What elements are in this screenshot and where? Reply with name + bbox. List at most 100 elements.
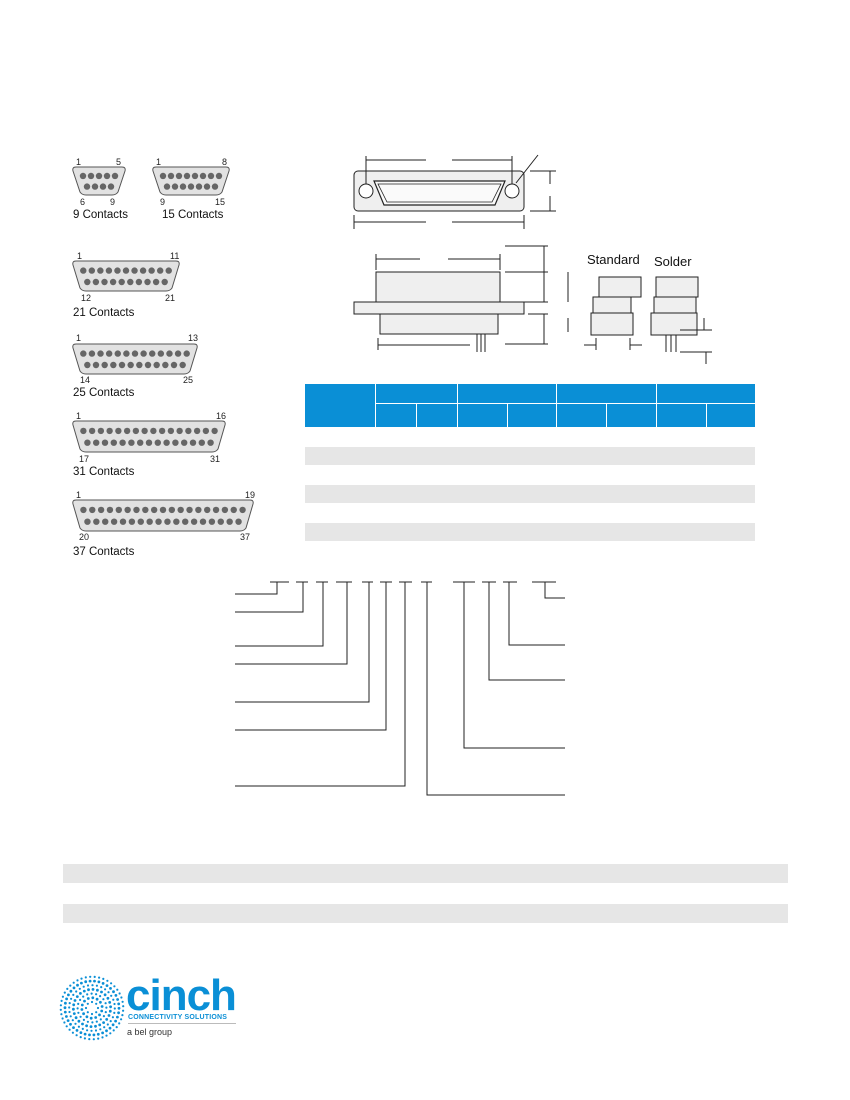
logo-dot xyxy=(79,1015,82,1018)
cinch-logo-mark-icon xyxy=(59,975,125,1041)
logo-dot xyxy=(112,998,115,1001)
logo-dot xyxy=(69,1022,72,1026)
logo-dot xyxy=(89,1025,93,1028)
logo-dot xyxy=(100,986,103,989)
contact-dot xyxy=(118,361,126,369)
contact-dot xyxy=(199,518,207,525)
contact-dot xyxy=(211,427,218,435)
contact-dot xyxy=(198,439,205,446)
pinout-caption: 9 Contacts xyxy=(73,209,128,221)
solder-label: Solder xyxy=(654,254,692,269)
logo-dot xyxy=(122,1009,125,1012)
contact-dot xyxy=(185,427,192,435)
logo-dot xyxy=(89,975,92,978)
contact-dot xyxy=(123,350,130,357)
contact-dot xyxy=(159,506,167,514)
contact-dot xyxy=(140,350,147,357)
logo-dot xyxy=(98,976,101,979)
contact-dot xyxy=(149,350,156,357)
logo-dot xyxy=(82,985,85,988)
contact-dot xyxy=(128,439,135,446)
logo-dot xyxy=(118,1022,121,1025)
table-row xyxy=(305,447,755,465)
pin-label: 1 xyxy=(76,490,82,500)
contact-dot xyxy=(156,267,164,274)
contact-dot xyxy=(89,506,96,514)
logo-dot xyxy=(72,986,76,990)
contact-dot xyxy=(133,506,140,514)
spec-row xyxy=(63,904,788,923)
logo-dot xyxy=(96,1032,100,1036)
logo-dot xyxy=(107,1014,111,1017)
logo-dot xyxy=(59,1008,62,1011)
pin-label: 20 xyxy=(79,532,90,542)
logo-dot xyxy=(72,1026,75,1029)
contact-dot xyxy=(195,183,203,190)
logo-dot xyxy=(113,1011,116,1015)
contact-dot xyxy=(183,350,190,357)
contact-dot xyxy=(230,506,237,514)
pin-label: 14 xyxy=(80,375,91,385)
logo-dot xyxy=(104,988,107,991)
contact-dot xyxy=(144,361,152,369)
logo-dot xyxy=(73,999,77,1002)
contact-dot xyxy=(105,267,113,274)
logo-dot xyxy=(112,1029,115,1032)
logo-dot xyxy=(81,1022,84,1026)
logo-dot xyxy=(65,1025,68,1028)
logo-dot xyxy=(68,1006,71,1009)
logo-dot xyxy=(76,1007,79,1010)
logo-dot xyxy=(66,1019,70,1022)
logo-dot xyxy=(116,998,119,1001)
contact-dot xyxy=(179,183,187,190)
logo-dot xyxy=(63,1010,67,1014)
contact-dot xyxy=(101,361,108,369)
logo-dot xyxy=(108,1001,112,1004)
contact-dot xyxy=(203,183,211,190)
side-view-drawing xyxy=(353,245,569,352)
logo-dot xyxy=(83,1032,87,1036)
logo-dot xyxy=(86,1029,89,1032)
pin-label: 5 xyxy=(116,157,122,167)
logo-dot xyxy=(102,1021,105,1024)
logo-dot xyxy=(93,979,96,983)
connector-shell xyxy=(152,166,230,196)
logo-dot xyxy=(102,998,105,1001)
logo-dot xyxy=(115,1026,118,1029)
pin-label: 1 xyxy=(156,157,162,167)
contact-dot xyxy=(137,518,144,525)
contact-dot xyxy=(176,427,183,435)
table-row xyxy=(305,523,755,541)
contact-dot xyxy=(102,518,109,525)
contact-dot xyxy=(152,278,160,286)
contact-dot xyxy=(115,427,122,435)
contact-dot xyxy=(167,172,175,180)
logo-dot xyxy=(72,1007,75,1011)
pin-label: 13 xyxy=(188,333,199,343)
logo-dot xyxy=(79,992,82,995)
contact-dot xyxy=(91,183,99,190)
logo-dot xyxy=(104,1011,107,1014)
contact-dot xyxy=(122,267,130,274)
contact-dot xyxy=(161,278,168,286)
logo-dot xyxy=(94,1029,98,1032)
logo-dot xyxy=(90,1012,94,1016)
logo-dot xyxy=(86,997,90,1000)
contact-dot xyxy=(144,278,151,286)
pin-label: 16 xyxy=(216,411,227,421)
contact-dot xyxy=(167,427,175,435)
logo-dot xyxy=(103,993,107,997)
contact-dot xyxy=(211,183,219,190)
contact-dot xyxy=(207,172,215,180)
contact-dot xyxy=(84,278,91,286)
connector-shell xyxy=(72,260,180,292)
pin-label: 1 xyxy=(76,411,82,421)
logo-dot xyxy=(82,1018,85,1022)
logo-dot xyxy=(71,1019,74,1022)
logo-dot xyxy=(88,1033,91,1037)
logo-dot xyxy=(80,1003,84,1007)
logo-dot xyxy=(95,993,98,996)
contact-dot xyxy=(239,506,246,514)
logo-dot xyxy=(74,1016,78,1020)
logo-dot xyxy=(60,999,63,1003)
